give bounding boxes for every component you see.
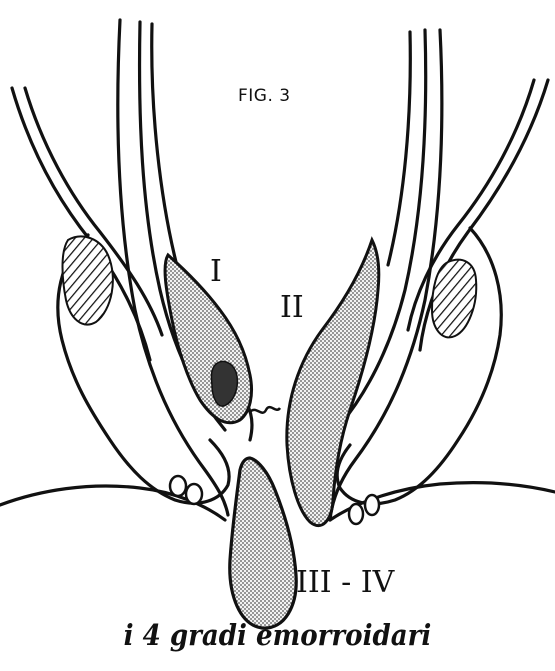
- left-gland-2: [186, 484, 202, 504]
- right-gland-1: [349, 504, 363, 524]
- left-hatched-sphincter: [63, 236, 113, 324]
- right-mucosa-line: [388, 32, 410, 265]
- grade-one-label: I: [210, 254, 222, 289]
- grade-three-four-label: III - IV: [296, 565, 394, 600]
- grade-three-four-hemorrhoid: [230, 458, 296, 628]
- grade-one-hemorrhoid: [165, 255, 252, 423]
- dentate-line-marks: [250, 407, 280, 413]
- figure-caption: i 4 gradi emorroidari: [28, 618, 528, 652]
- right-hatched-sphincter: [432, 260, 476, 338]
- left-gland-1: [170, 476, 186, 496]
- right-gland-2: [365, 495, 379, 515]
- figure-label: FIG. 3: [238, 86, 291, 106]
- grade-two-hemorrhoid: [287, 240, 379, 526]
- grade-two-label: II: [280, 290, 304, 325]
